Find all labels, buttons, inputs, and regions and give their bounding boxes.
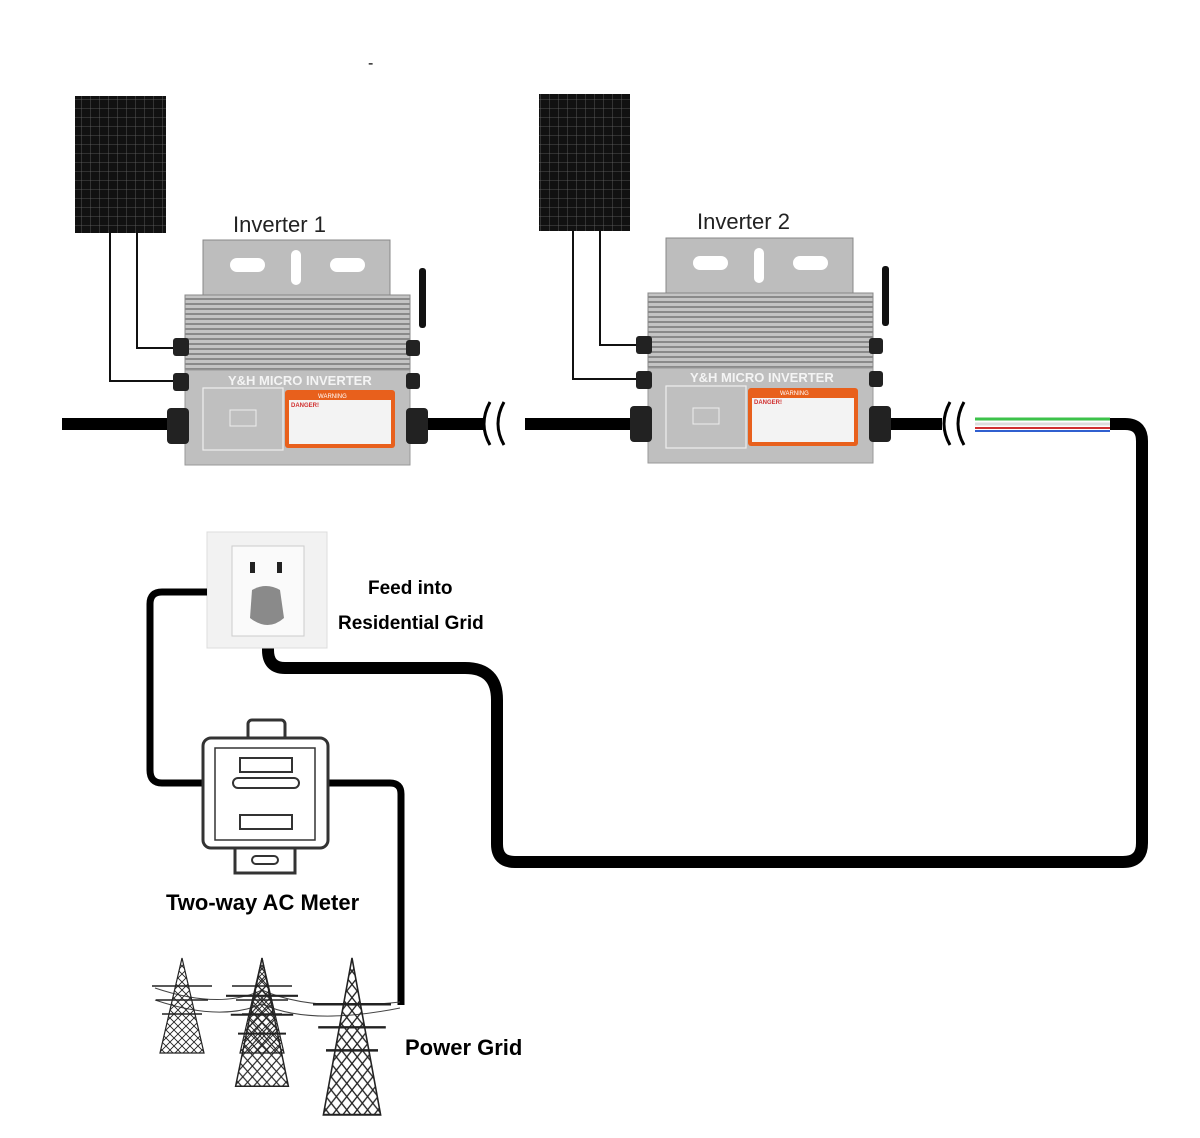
socket-label-line1: Feed into xyxy=(368,578,452,599)
inverter-2-warning: WARNING xyxy=(780,391,809,397)
meter-grid-wire xyxy=(326,779,405,1005)
socket-meter-wire xyxy=(146,588,207,787)
ac-wire-ends xyxy=(975,417,1110,432)
meter-label: Two-way AC Meter xyxy=(166,890,360,915)
wall-socket xyxy=(206,531,328,649)
inverter-1-warning: WARNING xyxy=(318,394,347,400)
cable-break-icon xyxy=(482,401,966,446)
inverter-1 xyxy=(166,239,429,466)
two-way-ac-meter xyxy=(201,718,330,875)
solar-panel-1 xyxy=(75,96,166,233)
solar-panel-2 xyxy=(539,94,630,231)
socket-label-line2: Residential Grid xyxy=(338,613,484,634)
inverter-2 xyxy=(629,237,892,464)
inverter-2-brand: Y&H MICRO INVERTER xyxy=(690,370,834,385)
power-grid-towers xyxy=(151,956,401,1116)
feed-cable xyxy=(262,418,1148,868)
inverter-2-danger: DANGER! xyxy=(754,400,782,406)
inverter-1-label: Inverter 1 xyxy=(233,212,326,237)
inverter-2-label: Inverter 2 xyxy=(697,209,790,234)
dc-wires-1 xyxy=(109,233,185,382)
grid-label: Power Grid xyxy=(405,1035,522,1060)
stray-mark: - xyxy=(368,55,373,72)
inverter-1-danger: DANGER! xyxy=(291,403,319,409)
dc-wires-2 xyxy=(572,231,648,380)
inverter-1-brand: Y&H MICRO INVERTER xyxy=(228,373,372,388)
